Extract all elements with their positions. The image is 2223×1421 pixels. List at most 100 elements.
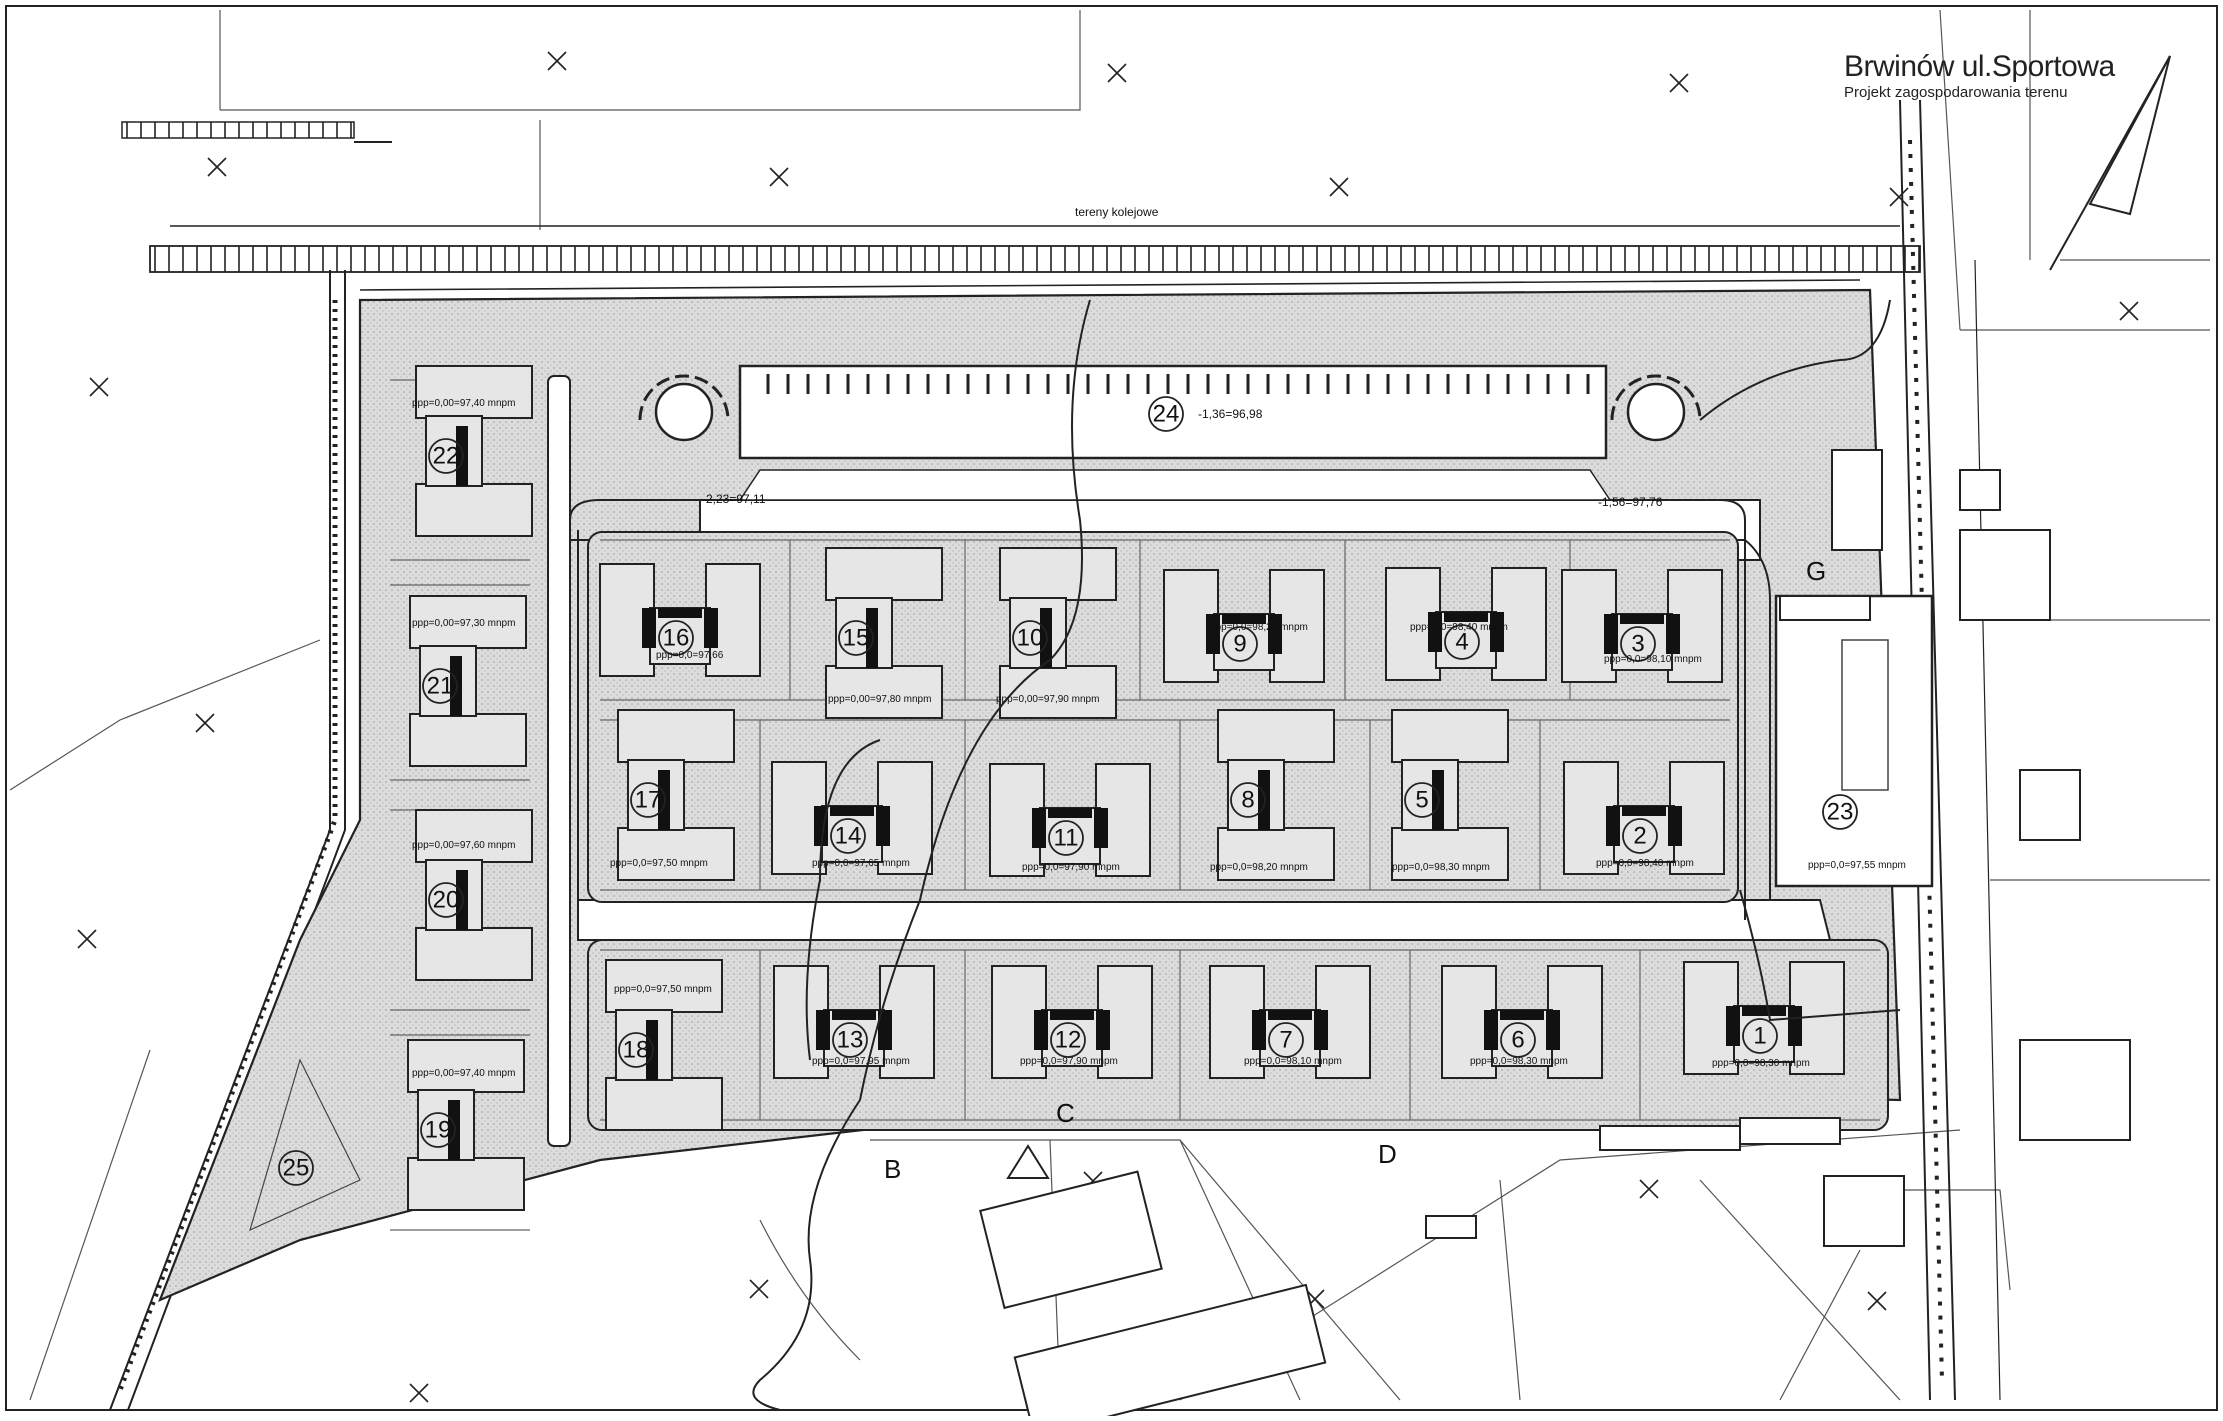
level-right-label: -1,56=97,76 — [1598, 495, 1663, 509]
parcel-lines — [9, 9, 2210, 1401]
parking-24 — [638, 364, 1702, 501]
building-number: 16 — [663, 625, 690, 652]
building-number-circle — [428, 882, 464, 918]
parking-level-label: -1,36=96,98 — [1198, 407, 1263, 421]
building-number-circle — [1268, 1022, 1304, 1058]
building-number-circle — [1048, 820, 1084, 856]
building-number: 17 — [635, 787, 662, 814]
building-number-circle — [1222, 626, 1258, 662]
building-level-label: ppp=0,0=97,90 mnpm — [1020, 1056, 1118, 1067]
building-number: 8 — [1241, 787, 1254, 814]
building-number: 6 — [1511, 1027, 1524, 1054]
building-number-circle — [1404, 782, 1440, 818]
building-number: 13 — [837, 1027, 864, 1054]
building-level-label: ppp=0,0=97,95 mnpm — [812, 1056, 910, 1067]
building-footprint — [409, 595, 527, 767]
building-level-label: ppp=0,0=98,40 mnpm — [1410, 622, 1508, 633]
building-number-circle — [832, 1022, 868, 1058]
building-level-label: ppp=0,00=97,40 mnpm — [412, 398, 515, 409]
building-number-circle — [830, 818, 866, 854]
building-number-circle — [428, 438, 464, 474]
utility-lines — [752, 299, 1901, 1411]
railway — [149, 225, 1921, 301]
section-letter-c: C — [1056, 1098, 1075, 1128]
building-level-label: ppp=0,0=98,20 mnpm — [1210, 862, 1308, 873]
building-level-label: ppp=0,0=97,50 mnpm — [614, 984, 712, 995]
building-number-circle — [838, 620, 874, 656]
building-level-label: ppp=0,0=97,55 mnpm — [1808, 860, 1906, 871]
building-footprint — [605, 959, 723, 1131]
building-number: 7 — [1279, 1027, 1292, 1054]
scale-strip — [121, 121, 355, 139]
building-level-label: ppp=0,0=98,30 mnpm — [1470, 1056, 1568, 1067]
bottom-structures — [979, 1117, 1905, 1421]
building-number: 22 — [433, 443, 460, 470]
building-number: 23 — [1827, 799, 1854, 826]
building-number-circle — [422, 668, 458, 704]
building-level-label: ppp=0,00=97,60 mnpm — [412, 840, 515, 851]
plot-25 — [249, 1058, 361, 1232]
building-labels: 1 ppp=0,0=98,30 mnpm 2 ppp=0,0=98,40 mnpm 3 p… — [278, 396, 1906, 1186]
building-number: 11 — [1054, 825, 1079, 852]
building-footprint — [415, 365, 533, 537]
building-number-circle — [1050, 1022, 1086, 1058]
building-footprint — [407, 1039, 525, 1211]
building-footprint — [999, 547, 1117, 719]
right-structures — [1831, 449, 2131, 1141]
building-number: 15 — [843, 625, 870, 652]
building-level-label: ppp=0,00=97,40 mnpm — [412, 1068, 515, 1079]
building-number-circle — [618, 1032, 654, 1068]
title-block: Brwinów ul.Sportowa Projekt zagospodarow… — [1844, 50, 2115, 102]
plot-23 — [1774, 594, 1934, 888]
building-number: 1 — [1753, 1023, 1766, 1050]
building-number-circle — [1822, 794, 1858, 830]
building-level-label: ppp=0,0=98,10 mnpm — [1244, 1056, 1342, 1067]
building-number-circle — [1444, 624, 1480, 660]
lot-lines — [390, 379, 1880, 1231]
building-number: 12 — [1055, 1027, 1082, 1054]
building-number: 3 — [1631, 631, 1644, 658]
building-footprint — [415, 809, 533, 981]
building-number: 19 — [425, 1117, 452, 1144]
building-number-circle — [1230, 782, 1266, 818]
building-footprint — [771, 761, 933, 875]
building-footprints — [407, 365, 1845, 1211]
building-footprint — [825, 547, 943, 719]
building-number-circle — [420, 1112, 456, 1148]
building-number-circle — [630, 782, 666, 818]
building-number-circle — [1500, 1022, 1536, 1058]
building-number: 10 — [1017, 625, 1044, 652]
building-footprint — [1563, 761, 1725, 875]
building-number-circle — [1148, 396, 1184, 432]
building-level-label: ppp=0,0=98,20 mnpm — [1210, 622, 1308, 633]
building-number-circle — [1742, 1018, 1778, 1054]
building-level-label: ppp=0,00=97,90 mnpm — [996, 694, 1099, 705]
building-number-circle — [278, 1150, 314, 1186]
level-left-label: -2,23=97,11 — [702, 492, 766, 506]
building-footprint — [617, 709, 735, 881]
building-number: 18 — [623, 1037, 650, 1064]
building-level-label: ppp=0,0=97,65 mnpm — [812, 858, 910, 869]
page-subtitle: Projekt zagospodarowania terenu — [1844, 84, 2068, 101]
building-number: 9 — [1233, 631, 1246, 658]
building-number: 21 — [427, 673, 454, 700]
building-number-circle — [1012, 620, 1048, 656]
building-number-circle — [1622, 818, 1658, 854]
building-number: 24 — [1153, 401, 1180, 428]
building-number: 14 — [835, 823, 862, 850]
page-title: Brwinów ul.Sportowa — [1844, 50, 2115, 83]
building-level-label: ppp=0,0=97,50 mnpm — [610, 858, 708, 869]
section-letter-b: B — [884, 1154, 901, 1184]
building-number-circle — [658, 620, 694, 656]
building-number: 5 — [1415, 787, 1428, 814]
building-level-label: ppp=0,0=97,66 — [656, 650, 724, 661]
building-number: 25 — [283, 1155, 310, 1182]
building-number: 2 — [1633, 823, 1646, 850]
railway-label: tereny kolejowe — [1075, 205, 1159, 219]
section-letter-d: D — [1378, 1139, 1397, 1169]
section-letter-g: G — [1806, 556, 1826, 586]
building-number: 20 — [433, 887, 460, 914]
building-footprint — [1217, 709, 1335, 881]
